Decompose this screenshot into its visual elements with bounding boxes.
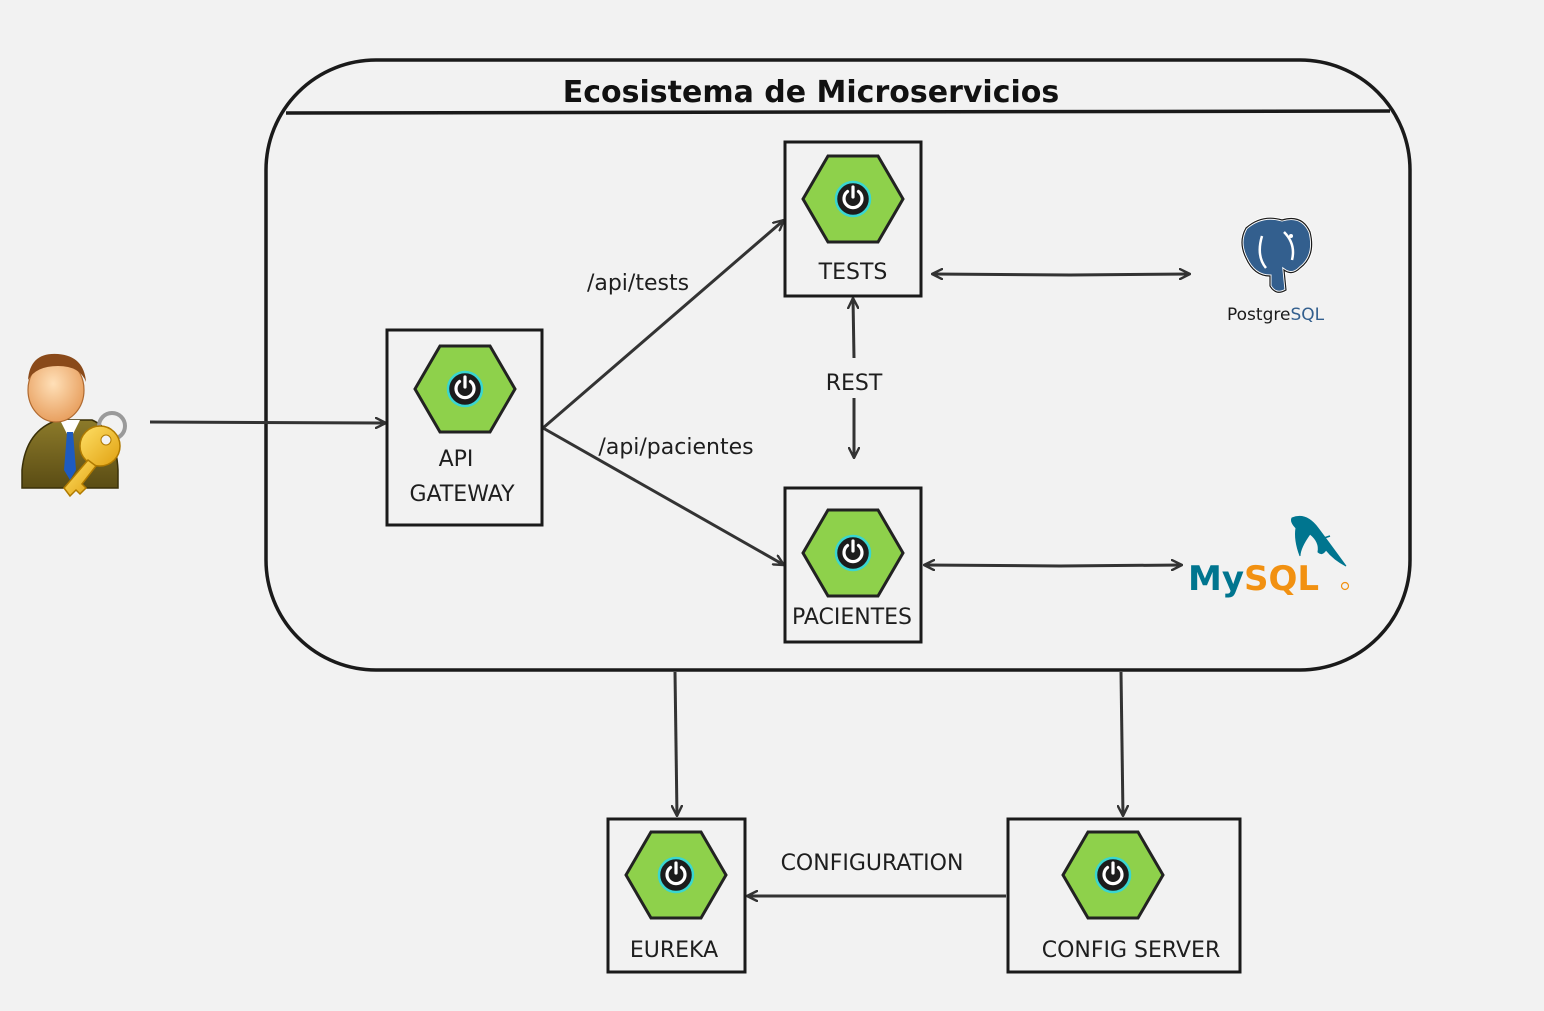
gateway-label-line2: GATEWAY — [409, 482, 515, 507]
pacientes-label: PACIENTES — [792, 605, 912, 630]
user-with-key-icon — [21, 353, 127, 498]
ecosystem-to-config-arrow — [1121, 671, 1123, 816]
tests-postgres-arrow — [932, 274, 1190, 275]
api-gateway-service[interactable]: API GATEWAY — [385, 328, 544, 527]
route-label-pacientes: /api/pacientes — [598, 435, 753, 460]
mysql-dolphin-icon — [1291, 515, 1347, 567]
mysql-text-part2: SQL — [1244, 559, 1319, 599]
pacientes-service[interactable]: PACIENTES — [783, 486, 923, 644]
mysql-text-part1: My — [1188, 559, 1244, 599]
user-to-gateway-arrow — [149, 422, 386, 423]
route-label-tests: /api/tests — [587, 271, 689, 296]
tests-service[interactable]: TESTS — [783, 140, 923, 298]
pacientes-mysql-arrow — [924, 565, 1182, 566]
mysql-logo: MySQL — [1188, 515, 1350, 599]
gateway-to-pacientes-arrow — [542, 426, 784, 567]
postgres-text-part2: SQL — [1290, 305, 1324, 325]
config-server-service[interactable]: CONFIG SERVER — [1006, 817, 1242, 974]
postgresql-elephant-icon — [1240, 216, 1314, 294]
postgresql-wordmark: PostgreSQL — [1227, 305, 1325, 325]
tests-label: TESTS — [818, 260, 888, 285]
config-server-label: CONFIG SERVER — [1042, 938, 1221, 963]
configuration-label: CONFIGURATION — [781, 851, 964, 876]
postgresql-logo: PostgreSQL — [1227, 216, 1325, 325]
connectors — [149, 220, 1190, 896]
ecosystem-container: Ecosistema de Microservicios — [264, 58, 1412, 672]
ecosystem-title: Ecosistema de Microservicios — [563, 75, 1059, 110]
gateway-to-tests-arrow — [542, 220, 784, 430]
tests-rest-arrow-up — [853, 298, 854, 359]
mysql-wordmark: MySQL — [1188, 559, 1319, 599]
rest-label: REST — [826, 371, 883, 396]
eureka-label: EUREKA — [630, 938, 718, 963]
postgres-text-part1: Postgre — [1227, 305, 1290, 325]
eureka-service[interactable]: EUREKA — [606, 817, 747, 974]
ecosystem-to-eureka-arrow — [675, 671, 677, 816]
registered-mark-icon — [1340, 581, 1350, 591]
gateway-label-line1: API — [439, 447, 474, 472]
